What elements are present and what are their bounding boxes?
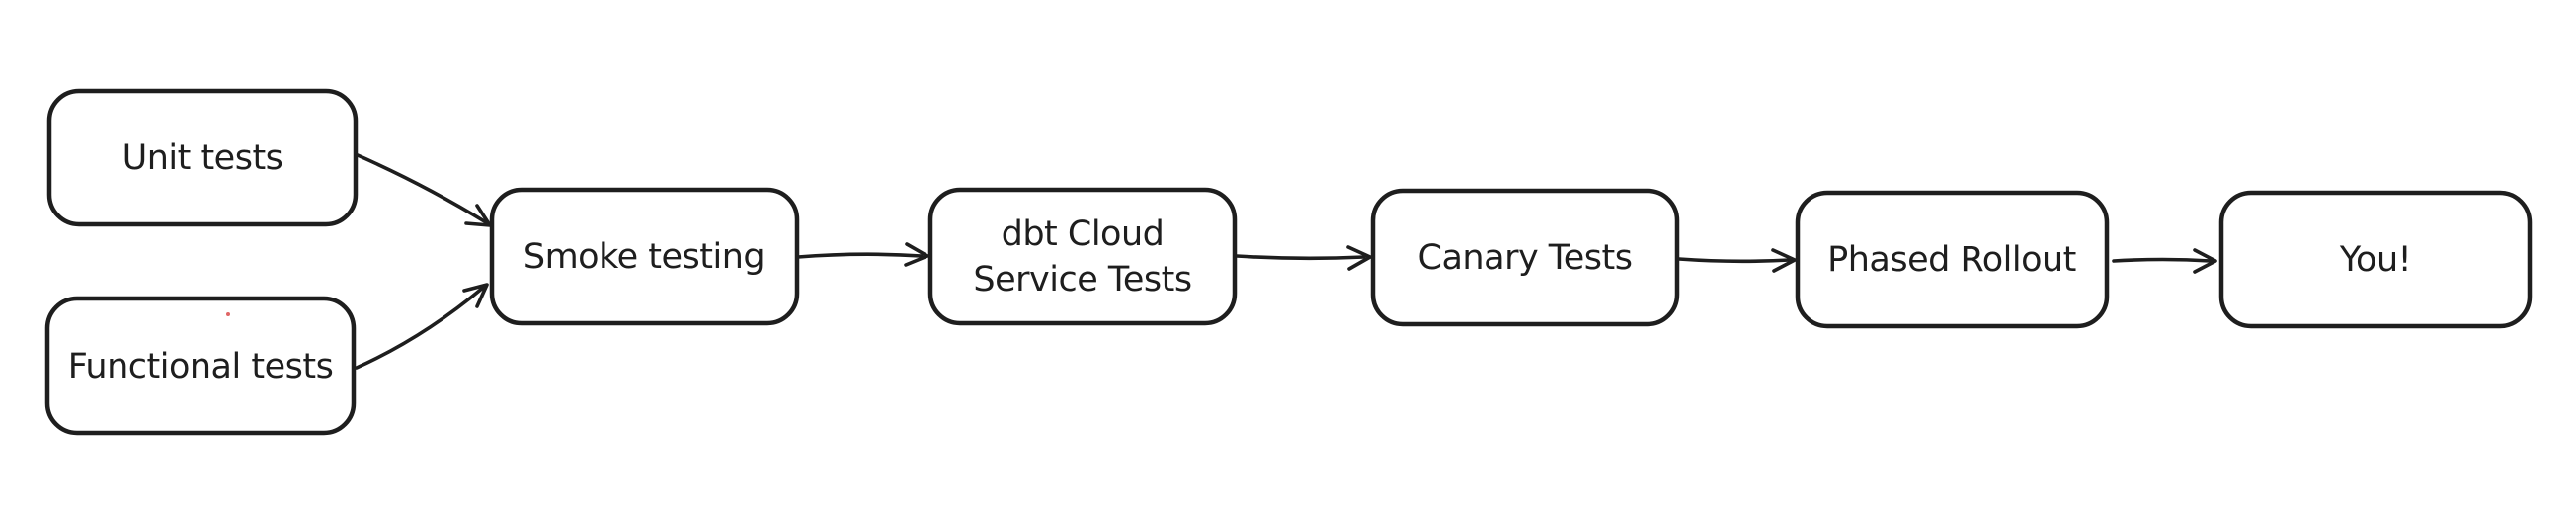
node-box	[2218, 190, 2533, 329]
arrow-line	[1677, 257, 1792, 264]
arrow-line	[355, 286, 485, 370]
arrow-line	[2112, 257, 2213, 263]
node-box	[46, 88, 359, 227]
node-label: Unit tests	[122, 138, 283, 178]
arrowhead-icon	[464, 204, 492, 227]
node-smoke-testing: Smoke testing	[489, 187, 800, 326]
node-canary-tests: Canary Tests	[1370, 188, 1680, 327]
arrow-smoke-testing-to-dbt-cloud	[796, 242, 929, 267]
arrowhead-icon	[904, 242, 929, 267]
arrow-unit-tests-to-smoke-testing	[356, 153, 492, 227]
arrow-line	[796, 252, 924, 259]
node-label: You!	[2339, 240, 2411, 280]
arrow-functional-tests-to-smoke-testing	[355, 283, 489, 370]
node-box	[44, 296, 357, 436]
node-label: Functional tests	[68, 347, 334, 386]
node-box	[1370, 188, 1680, 327]
arrowhead-icon	[1346, 245, 1372, 271]
arrowhead-icon	[462, 283, 489, 308]
node-box	[927, 187, 1238, 326]
node-label: Canary Tests	[1418, 238, 1633, 278]
node-box	[1795, 190, 2110, 329]
node-phased-rollout: Phased Rollout	[1795, 190, 2110, 329]
arrowhead-icon	[2193, 248, 2217, 274]
node-label-line-1: dbt Cloud	[1002, 214, 1165, 254]
node-unit-tests: Unit tests	[46, 88, 359, 227]
node-you: You!	[2218, 190, 2533, 329]
node-functional-tests: Functional tests	[44, 296, 357, 436]
arrow-dbt-cloud-to-canary-tests	[1235, 245, 1372, 271]
arrow-line	[356, 153, 488, 224]
arrow-canary-tests-to-phased-rollout	[1677, 248, 1797, 273]
arrow-line	[1235, 254, 1366, 261]
node-dbt-cloud-service-tests: dbt Cloud Service Tests	[927, 187, 1238, 326]
artifact-dot	[226, 312, 230, 316]
node-label-line-2: Service Tests	[973, 260, 1191, 299]
node-box	[489, 187, 800, 326]
node-label: Phased Rollout	[1827, 240, 2076, 280]
node-label: Smoke testing	[523, 237, 765, 277]
arrow-phased-rollout-to-you	[2112, 248, 2217, 274]
arrowhead-icon	[1771, 248, 1797, 273]
